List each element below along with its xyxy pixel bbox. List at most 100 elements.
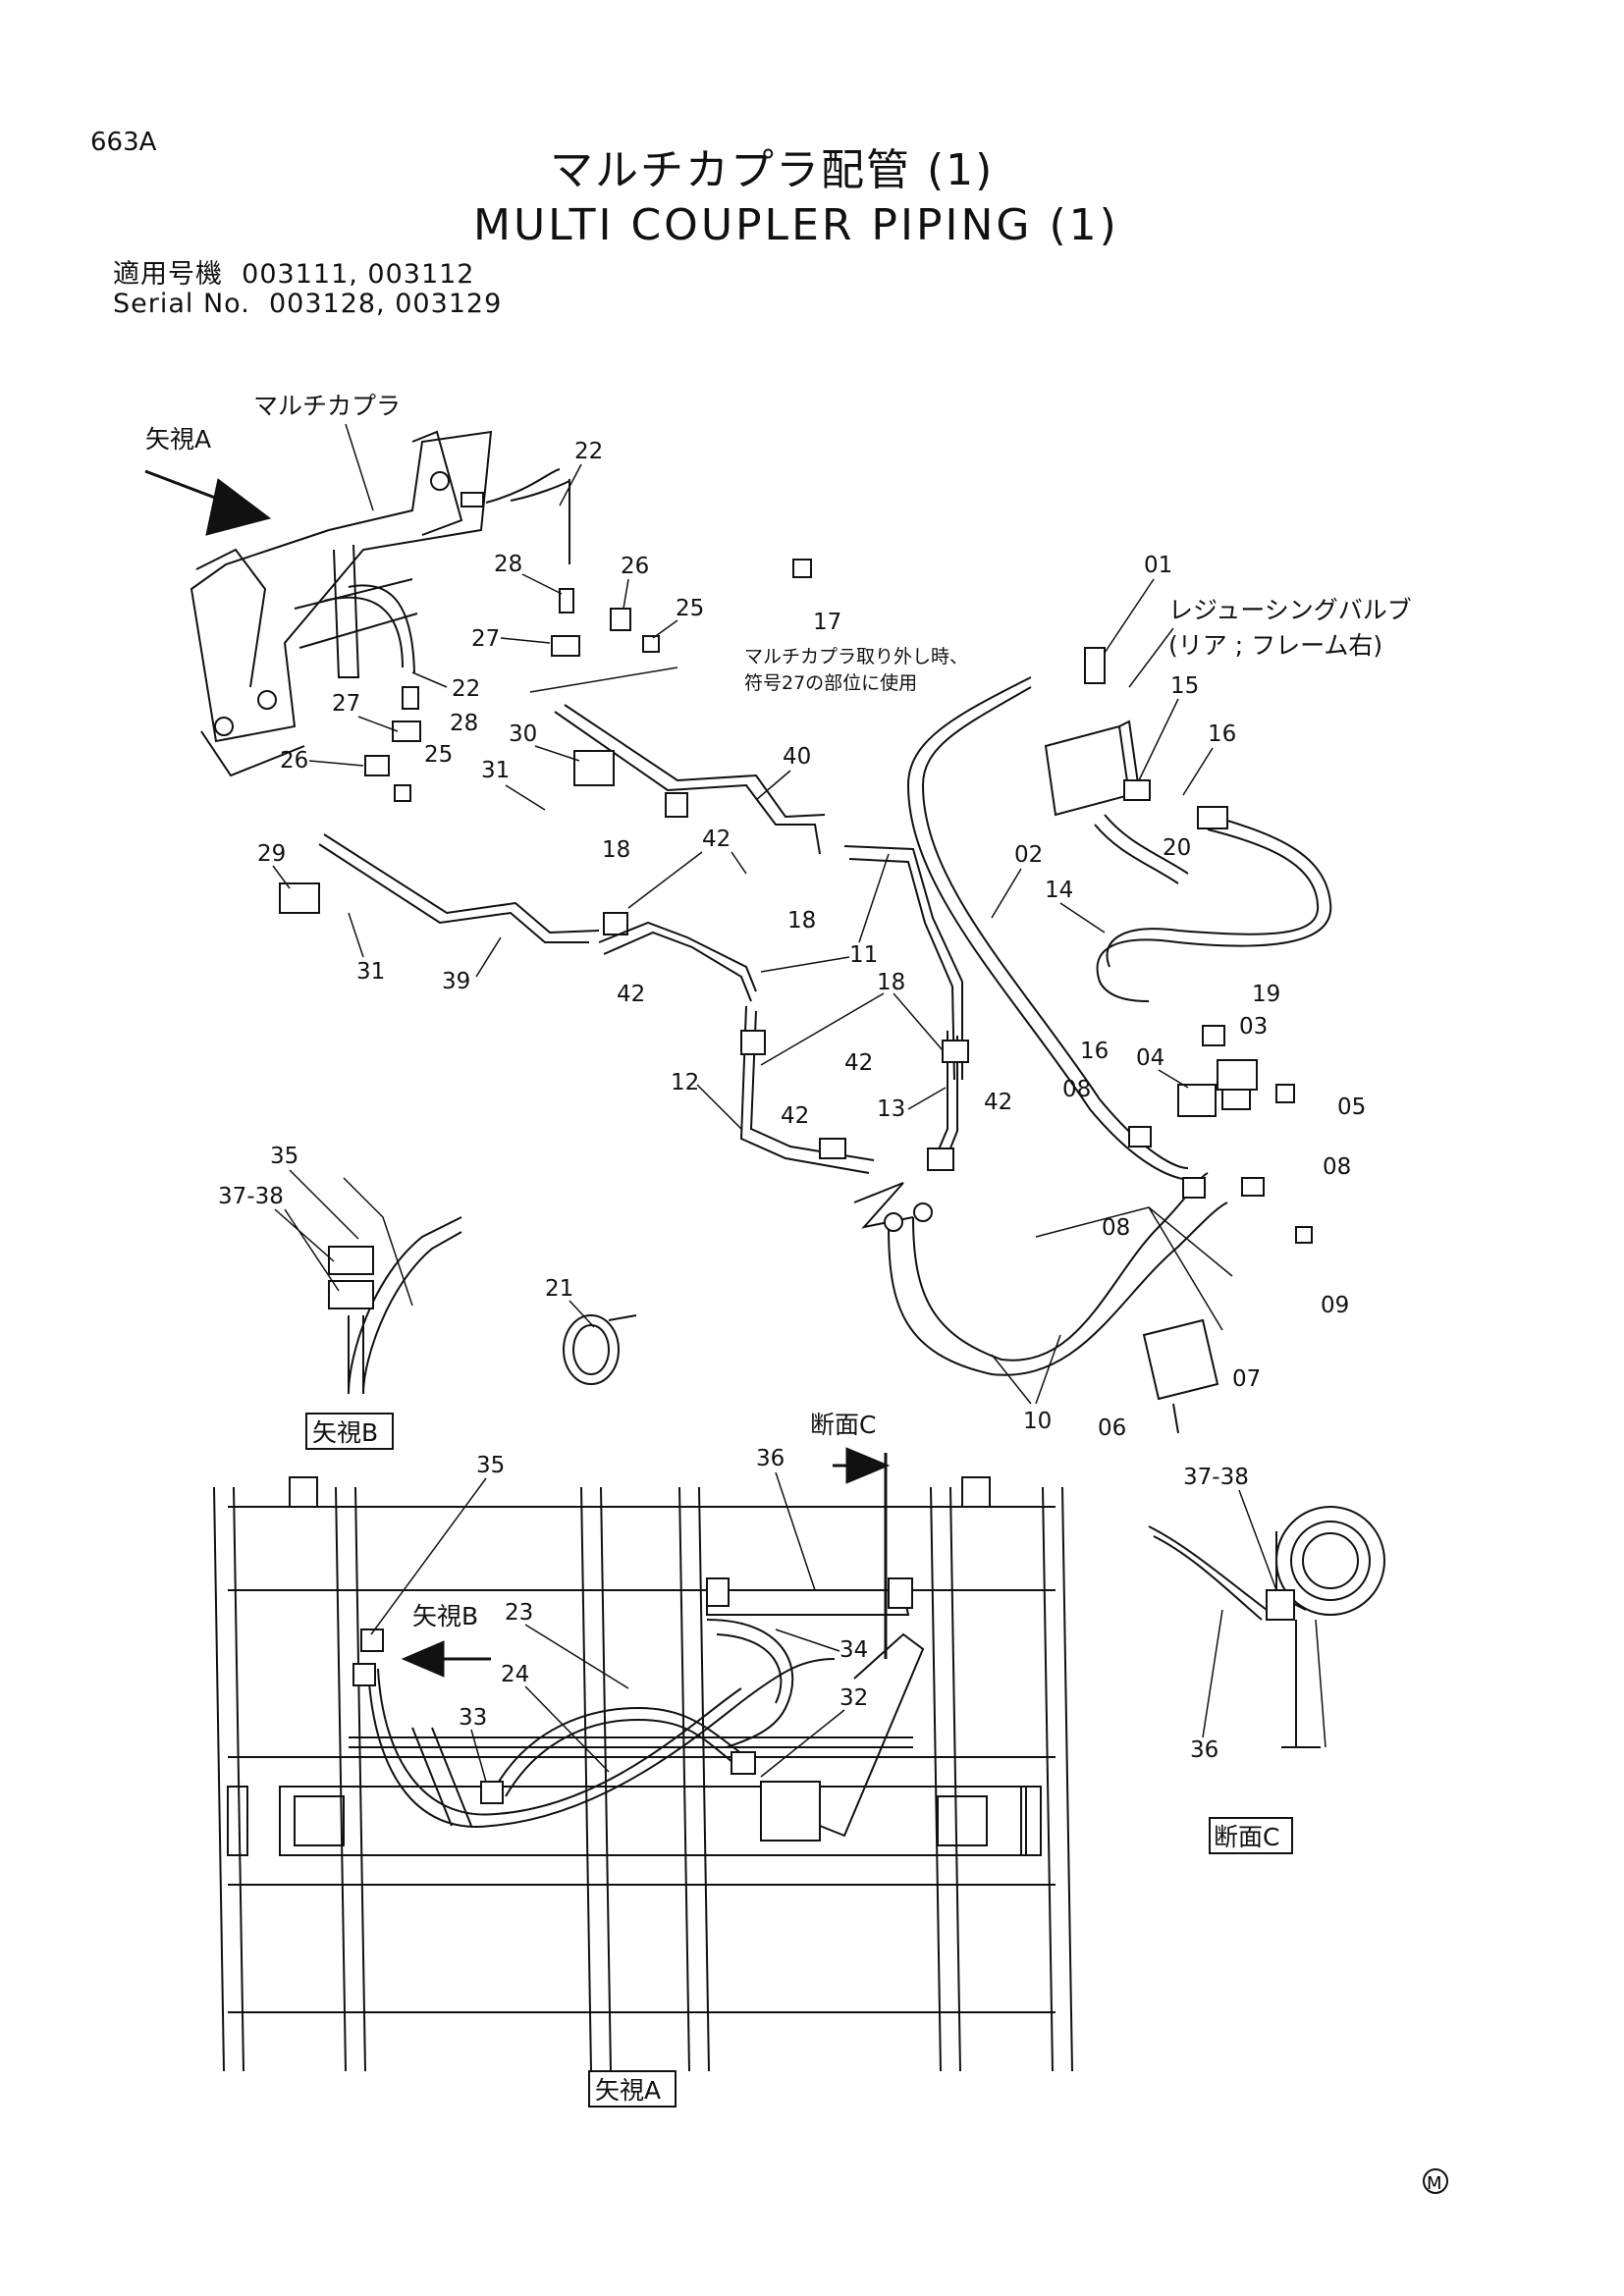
valve-block-04: [1177, 1084, 1217, 1117]
clamp-18-mid-left: [740, 1030, 766, 1055]
label-33: 33: [459, 1705, 487, 1731]
fitting-19: [1202, 1025, 1225, 1046]
reducing-valve-leader: [1128, 627, 1174, 688]
label-03: 03: [1239, 1014, 1268, 1040]
label-18c: 18: [877, 970, 905, 995]
label-21: 21: [545, 1276, 573, 1302]
label-35b: 35: [476, 1453, 505, 1478]
fittings-group-lower: [364, 686, 421, 802]
label-04: 04: [1136, 1045, 1164, 1071]
label-27b: 27: [332, 691, 360, 717]
m-mark-label: M: [1427, 2173, 1442, 2194]
view-b-box: [305, 1413, 394, 1450]
label-25a: 25: [676, 596, 704, 621]
label-31a: 31: [481, 758, 510, 783]
label-40: 40: [783, 744, 811, 770]
label-02: 02: [1014, 842, 1043, 868]
fitting-15: [1123, 779, 1151, 801]
label-42c: 42: [781, 1103, 809, 1129]
hose-02-inner: [906, 676, 1189, 1181]
bracket-29: [279, 882, 320, 914]
break-symbol: [853, 1182, 914, 1229]
fitting-08-right: [1221, 1089, 1251, 1110]
serial-label-en: Serial No.: [113, 289, 250, 319]
pipe-40-a: [554, 711, 821, 855]
clamp-21-drawing: [563, 1314, 637, 1385]
hose-20: [1094, 814, 1189, 884]
section-c-arrow-label: 断面C: [810, 1411, 876, 1439]
label-07: 07: [1232, 1366, 1261, 1392]
section-c-detail: [1148, 1506, 1385, 1748]
bolt-07: [1172, 1403, 1179, 1434]
label-37-38a: 37-38: [218, 1184, 284, 1209]
label-29: 29: [257, 841, 286, 867]
serial-label-jp: 適用号機: [113, 259, 223, 290]
label-08a: 08: [1062, 1077, 1091, 1102]
hose-10-b: [912, 1172, 1209, 1362]
clamp-18-left: [603, 912, 628, 935]
note-line-1: マルチカプラ取り外し時、: [744, 646, 968, 667]
label-14: 14: [1045, 878, 1073, 903]
fitting-32: [731, 1751, 756, 1775]
view-b-detail: [328, 1177, 462, 1395]
label-15: 15: [1170, 673, 1199, 699]
serial-values-en: 003128, 003129: [268, 289, 503, 319]
label-42a: 42: [702, 827, 731, 852]
label-23: 23: [505, 1600, 533, 1626]
view-b-arrow-icon: [401, 1640, 445, 1678]
serial-values-jp: 003111, 003112: [242, 259, 475, 290]
label-24: 24: [501, 1662, 529, 1687]
pipe-39-b: [323, 833, 600, 934]
view-a-box: [588, 2070, 677, 2108]
leader-block-06: [1035, 1206, 1233, 1331]
fitting-35-b: [352, 1663, 376, 1686]
label-12: 12: [671, 1070, 699, 1095]
fitting-05: [1275, 1084, 1295, 1103]
fitting-08-far: [1241, 1177, 1265, 1197]
fitting-10-left: [884, 1212, 903, 1232]
fittings-group-upper: [551, 559, 812, 657]
reducing-valve-body: [1044, 724, 1131, 817]
bracket-06: [1142, 1318, 1219, 1401]
multi-coupler-leader: [345, 423, 374, 511]
label-22a: 22: [574, 439, 603, 464]
part-number-labels: 01 02 03 04 05 06 07 08 08 08 09 10 11 1…: [218, 439, 1366, 1783]
label-09: 09: [1321, 1293, 1349, 1318]
hose-02-outer: [921, 686, 1189, 1169]
hose-24: [495, 1706, 747, 1797]
serial-applicability-japanese: 適用号機 003111, 003112: [113, 261, 474, 288]
label-35a: 35: [270, 1144, 298, 1169]
view-a-arrow-icon: [205, 478, 272, 536]
section-c-box-label: 断面C: [1214, 1823, 1279, 1851]
note-line-2: 符号27の部位に使用: [744, 672, 917, 694]
label-26b: 26: [280, 748, 308, 774]
label-08c: 08: [1102, 1215, 1130, 1241]
hose-10-a: [888, 1201, 1228, 1376]
hose-23: [367, 1658, 836, 1828]
fitting-08-bottom: [1182, 1177, 1206, 1199]
fitting-36-right: [888, 1577, 913, 1609]
multi-coupler-drawing: [189, 430, 493, 777]
label-39: 39: [442, 969, 470, 994]
view-a-box-label: 矢視A: [595, 2076, 661, 2105]
label-11: 11: [849, 942, 878, 968]
bracket-30: [573, 750, 615, 786]
label-16b: 16: [1080, 1039, 1109, 1064]
label-30: 30: [509, 721, 537, 747]
clamp-18-mid-right: [942, 1040, 969, 1063]
note-leader: [529, 667, 678, 693]
label-20: 20: [1163, 835, 1191, 861]
label-28b: 28: [450, 711, 478, 736]
label-42b: 42: [844, 1050, 873, 1076]
label-17: 17: [813, 610, 841, 635]
label-16a: 16: [1208, 721, 1236, 747]
reducing-valve-label-1: レジューシングバルブ: [1168, 596, 1412, 624]
label-08b: 08: [1323, 1154, 1351, 1180]
label-31b: 31: [356, 959, 385, 985]
pipe-36: [706, 1589, 910, 1616]
section-c-arrow-icon: [845, 1447, 891, 1484]
label-36a: 36: [756, 1446, 785, 1471]
clamp-18-upper: [665, 792, 688, 818]
label-10: 10: [1023, 1409, 1052, 1434]
